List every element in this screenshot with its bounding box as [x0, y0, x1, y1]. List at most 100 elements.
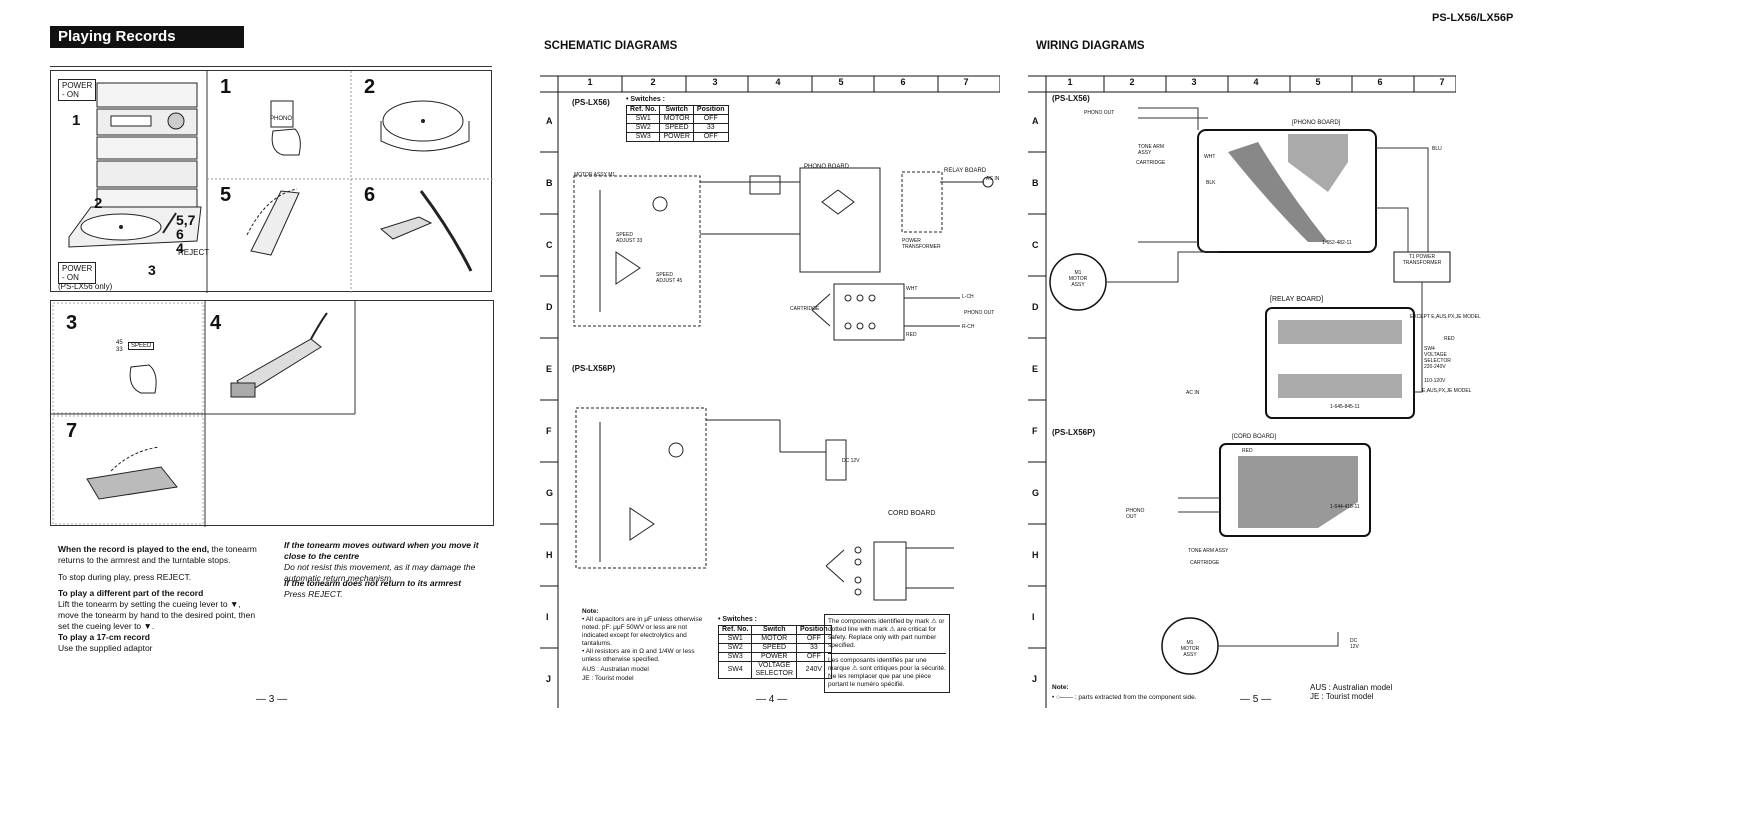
- wir-v220: 220-240V: [1424, 364, 1446, 370]
- wir-col-3: 3: [1191, 77, 1197, 87]
- step-7: 7: [66, 420, 78, 442]
- sch-motor-assy: MOTOR ASSY M1: [574, 172, 616, 178]
- safety-box: The components identified by mark ⚠ or d…: [824, 614, 950, 693]
- wir-ac-in: AC IN: [1186, 390, 1200, 396]
- step-6: 6: [364, 184, 376, 206]
- td: 33: [692, 123, 729, 133]
- td: MOTOR: [751, 634, 798, 644]
- td: SW1: [625, 114, 661, 124]
- wir-motor-b: M1 MOTOR ASSY: [1180, 640, 1200, 658]
- wir-row-J: J: [1032, 674, 1038, 684]
- cueing-illustration: [51, 301, 356, 527]
- step-5: 5: [220, 184, 232, 206]
- wir-tone-arm-a: TONE ARM ASSY: [1138, 144, 1165, 156]
- sch-speed-adjust-33: SPEED ADJUST 33: [616, 232, 643, 244]
- sch-row-J: J: [546, 674, 552, 684]
- instruction-1: When the record is played to the end, th…: [58, 544, 258, 566]
- sch-cord-board: CORD BOARD: [888, 510, 936, 517]
- callout-6: 6: [176, 226, 184, 242]
- power-on-label: POWER - ON: [58, 79, 97, 101]
- td: MOTOR: [659, 114, 694, 124]
- step-3: 3: [66, 312, 78, 334]
- th: Ref. No.: [717, 625, 753, 635]
- step-1: 1: [220, 76, 232, 98]
- wir-power-transformer: T1 POWER TRANSFORMER: [1402, 254, 1442, 266]
- wir-cartridge-b: CARTRIDGE: [1190, 560, 1220, 566]
- sch-row-B: B: [546, 178, 553, 188]
- sch-row-F: F: [546, 426, 552, 436]
- wir-cartridge-a: CARTRIDGE: [1136, 160, 1166, 166]
- wiring-diagram: [1028, 75, 1456, 708]
- wir-board-c: 1-644-418-11: [1330, 504, 1360, 510]
- wir-col-2: 2: [1129, 77, 1135, 87]
- step-4: 4: [210, 312, 222, 334]
- instruction-1-bold: When the record is played to the end,: [58, 544, 210, 554]
- note-2-bold: If the tonearm does not return to its ar…: [284, 578, 462, 588]
- sch-col-2: 2: [650, 77, 656, 87]
- sch-note-title: Note:: [582, 608, 599, 615]
- instruction-4: To play a 17-cm record Use the supplied …: [58, 632, 258, 654]
- page-number-5: — 5 —: [1240, 694, 1272, 705]
- wir-note: • ○—— : parts extracted from the compone…: [1052, 694, 1197, 701]
- switches-title-a: • Switches :: [626, 96, 666, 103]
- instruction-3: To play a different part of the record L…: [58, 588, 258, 632]
- sch-power-transformer: POWER TRANSFORMER: [902, 238, 941, 250]
- wir-phono-out-b: PHONO OUT: [1126, 508, 1145, 520]
- safety-fr: Les composants identifiés par une marque…: [828, 653, 946, 689]
- stereo-illustration: [68, 71, 493, 293]
- wir-red: RED: [1444, 336, 1455, 342]
- sch-model-b: (PS-LX56P): [572, 364, 616, 373]
- wir-abbrev-je: JE : Tourist model: [1310, 692, 1374, 701]
- sch-row-E: E: [546, 364, 553, 374]
- sch-ac-in: AC IN: [986, 176, 1000, 182]
- wir-tone-arm-b: TONE ARM ASSY: [1188, 548, 1229, 554]
- figure-panel-top: [50, 70, 493, 293]
- schematic-title: SCHEMATIC DIAGRAMS: [544, 40, 678, 52]
- td: SW4: [717, 661, 753, 679]
- sch-speed-adjust-45: SPEED ADJUST 45: [656, 272, 683, 284]
- sch-row-G: G: [546, 488, 554, 498]
- wir-phono-board: [PHONO BOARD]: [1292, 120, 1341, 126]
- page-number-4: — 4 —: [756, 694, 788, 705]
- callout-4: 4: [176, 240, 184, 256]
- td: OFF: [692, 114, 729, 124]
- wir-col-6: 6: [1377, 77, 1383, 87]
- sch-dc12v: DC 12V: [842, 458, 860, 464]
- instruction-1-text: the tonearm returns to the armrest and t…: [58, 544, 257, 565]
- wir-wht: WHT: [1204, 154, 1216, 160]
- th: Position: [692, 105, 729, 115]
- td: OFF: [692, 132, 729, 142]
- note-2: If the tonearm does not return to its ar…: [284, 578, 480, 600]
- sch-col-5: 5: [838, 77, 844, 87]
- sch-row-D: D: [546, 302, 553, 312]
- sch-lch: L-CH: [962, 294, 974, 300]
- step-2: 2: [364, 76, 376, 98]
- wir-except: EXCEPT E,AUS,PX,JE MODEL: [1410, 314, 1481, 320]
- wir-row-I: I: [1032, 612, 1035, 622]
- model-code: PS-LX56/LX56P: [1432, 12, 1514, 24]
- safety-en: The components identified by mark ⚠ or d…: [828, 618, 945, 649]
- sch-note-1: • All capacitors are in μF unless otherw…: [582, 616, 703, 647]
- wir-board-a: 1-652-482-11: [1322, 240, 1352, 246]
- sch-col-7: 7: [963, 77, 969, 87]
- wir-blk: BLK: [1206, 180, 1216, 186]
- wir-abbrev-aus: AUS : Australian model: [1310, 683, 1393, 692]
- sch-rch: R-CH: [962, 324, 975, 330]
- wir-red-cord: RED: [1242, 448, 1253, 454]
- wir-voltage-selector: SW4 VOLTAGE SELECTOR: [1424, 346, 1451, 364]
- note-2-text: Press REJECT.: [284, 589, 343, 599]
- speed-button-label: SPEED: [128, 342, 155, 350]
- sch-row-I: I: [546, 612, 549, 622]
- wir-row-C: C: [1032, 240, 1039, 250]
- note-1: If the tonearm moves outward when you mo…: [284, 540, 480, 584]
- wir-col-5: 5: [1315, 77, 1321, 87]
- td: SW2: [717, 643, 753, 653]
- sch-model-a: (PS-LX56): [572, 98, 610, 107]
- ps-only-label: (PS-LX56 only): [58, 282, 113, 291]
- td: VOLTAGE SELECTOR: [751, 661, 798, 679]
- wir-col-1: 1: [1067, 77, 1073, 87]
- wir-model: E,AUS,PX,JE MODEL: [1422, 388, 1472, 394]
- wiring-title: WIRING DIAGRAMS: [1036, 40, 1145, 52]
- td: POWER: [751, 652, 798, 662]
- sch-phono-out: PHONO OUT: [964, 310, 995, 316]
